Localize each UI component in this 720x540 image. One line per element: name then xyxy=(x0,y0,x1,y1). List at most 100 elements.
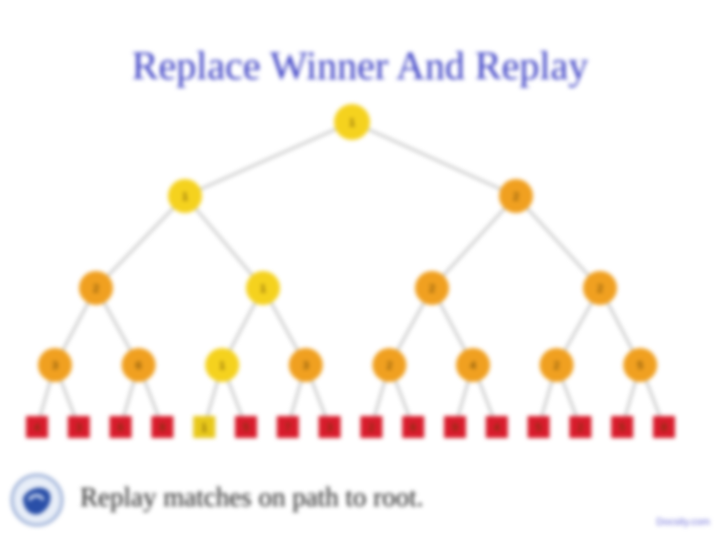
tree-nodes: 1 1 2 2 1 2 2 3 6 1 3 2 4 2 5 4 3 6 8 1 5 7 3 2 6 9 4 5 2 5 8 xyxy=(26,104,675,438)
level2-node: 2 xyxy=(415,271,449,305)
leaf-square xyxy=(26,416,48,438)
leaf-square xyxy=(318,416,341,438)
node-circle xyxy=(583,271,617,305)
level3-node: 2 xyxy=(539,348,574,382)
node-label: 7 xyxy=(285,422,291,434)
leaf-square xyxy=(653,416,675,438)
leaf-square xyxy=(402,416,425,438)
node-label: 6 xyxy=(410,422,416,434)
node-label: 9 xyxy=(452,422,458,434)
node-label: 8 xyxy=(159,422,165,434)
node-circle xyxy=(79,271,113,305)
node-label: 8 xyxy=(661,422,667,434)
tree-edge xyxy=(431,195,517,289)
tree-edges xyxy=(35,120,666,428)
node-circle xyxy=(623,348,658,382)
level2-node: 1 xyxy=(246,271,280,305)
tree-edge xyxy=(95,195,186,289)
leaf: 8 xyxy=(653,416,675,438)
node-label: 3 xyxy=(327,422,333,434)
leaf: 5 xyxy=(527,416,550,438)
root-node: 1 xyxy=(334,104,370,140)
leaf-square xyxy=(151,416,174,438)
leaf-square xyxy=(611,416,634,438)
node-label: 4 xyxy=(470,360,476,372)
node-circle xyxy=(288,348,323,382)
node-label: 1 xyxy=(182,191,188,203)
slide-title: Replace Winner And Replay xyxy=(131,43,589,88)
node-circle xyxy=(372,348,407,382)
leaf: 2 xyxy=(569,416,592,438)
leaf: 8 xyxy=(151,416,174,438)
node-label: 3 xyxy=(52,360,58,372)
leaf-square xyxy=(444,416,466,438)
level3-node: 3 xyxy=(38,348,72,382)
leaf: 5 xyxy=(611,416,634,438)
node-label: 1 xyxy=(349,117,355,129)
level3-node: 3 xyxy=(288,348,323,382)
node-circle xyxy=(38,348,72,382)
node-circle xyxy=(539,348,574,382)
leaf: 6 xyxy=(109,416,132,438)
node-label: 6 xyxy=(136,360,142,372)
node-label: 2 xyxy=(597,283,603,295)
node-label: 5 xyxy=(243,422,249,434)
tree-edge xyxy=(184,195,264,289)
leaf-square xyxy=(569,416,592,438)
bullet-text: Replay matches on path to root. xyxy=(80,482,424,512)
level3-node: 5 xyxy=(623,348,658,382)
node-circle xyxy=(334,104,370,140)
level1-node: 2 xyxy=(499,179,533,213)
node-label: 2 xyxy=(93,283,99,295)
node-label: 6 xyxy=(118,422,124,434)
level3-node: 1 xyxy=(205,348,240,382)
node-circle xyxy=(121,348,156,382)
node-label: 2 xyxy=(368,422,374,434)
level3-node: 2 xyxy=(372,348,407,382)
node-circle xyxy=(205,348,240,382)
bullet-logo-icon xyxy=(10,473,64,527)
leaf-square xyxy=(527,416,550,438)
level3-node: 4 xyxy=(456,348,490,382)
leaf-square xyxy=(485,416,508,438)
leaf-square xyxy=(235,416,257,438)
tree-edge xyxy=(184,120,353,198)
node-label: 3 xyxy=(76,422,82,434)
node-circle xyxy=(415,271,449,305)
level2-node: 2 xyxy=(79,271,113,305)
leaf-square xyxy=(360,416,383,438)
node-label: 5 xyxy=(637,360,643,372)
leaf: 5 xyxy=(235,416,257,438)
leaf: 9 xyxy=(444,416,466,438)
level3-node: 6 xyxy=(121,348,156,382)
watermark-text: Docsity.com xyxy=(656,517,710,528)
node-label: 2 xyxy=(554,360,560,372)
tree-edge xyxy=(515,195,601,289)
node-label: 5 xyxy=(619,422,625,434)
leaf: 7 xyxy=(276,416,299,438)
node-circle xyxy=(246,271,280,305)
leaf-square xyxy=(67,416,90,438)
leaf-square xyxy=(276,416,299,438)
tree-edge xyxy=(351,120,517,198)
leaf: 2 xyxy=(360,416,383,438)
node-label: 1 xyxy=(201,422,207,434)
leaf: 3 xyxy=(67,416,90,438)
node-label: 2 xyxy=(386,360,392,372)
node-label: 3 xyxy=(303,360,309,372)
leaf-square xyxy=(193,416,216,438)
node-label: 5 xyxy=(536,422,542,434)
leaf: 6 xyxy=(402,416,425,438)
node-circle xyxy=(456,348,490,382)
leaf: 4 xyxy=(26,416,48,438)
node-circle xyxy=(499,179,533,213)
node-circle xyxy=(168,179,202,213)
node-label: 4 xyxy=(34,422,40,434)
leaf: 1 xyxy=(193,416,216,438)
leaf-square xyxy=(109,416,132,438)
level1-node: 1 xyxy=(168,179,202,213)
leaf: 4 xyxy=(485,416,508,438)
node-label: 2 xyxy=(577,422,583,434)
node-label: 2 xyxy=(429,283,435,295)
